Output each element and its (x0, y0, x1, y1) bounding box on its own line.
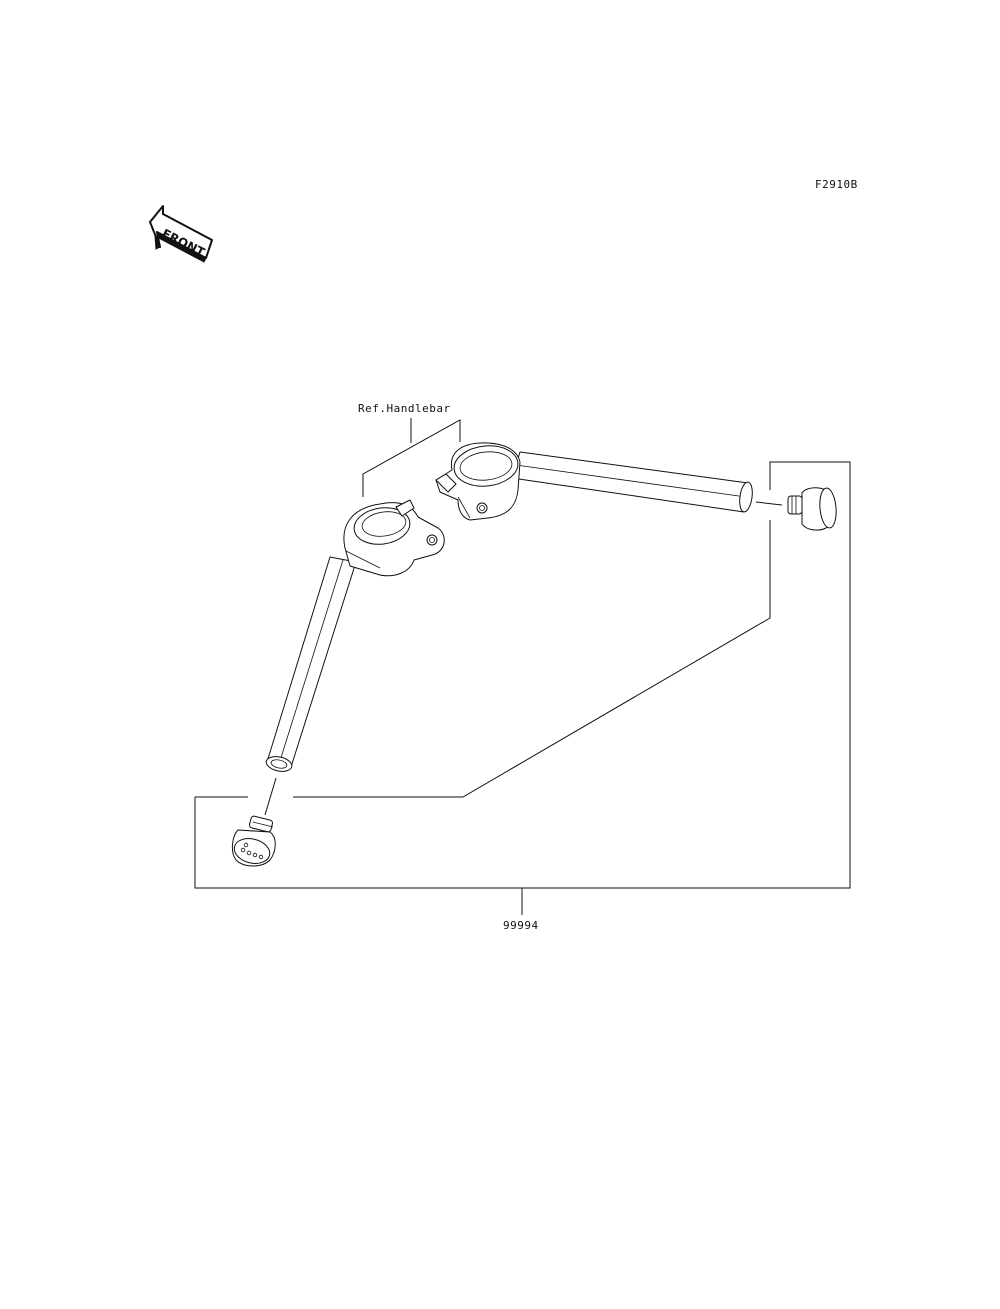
kit-bracket (194, 461, 851, 915)
right-bar-end-weight (755, 487, 837, 531)
right-clamp (435, 442, 521, 521)
left-handlebar-tube (265, 556, 357, 772)
part-number-label: 99994 (503, 919, 539, 932)
left-bar-end-weight (231, 777, 277, 867)
ref-handlebar-label: Ref.Handlebar (358, 402, 451, 415)
diagram-code: F2910B (815, 178, 858, 191)
left-clamp (343, 499, 445, 577)
ref-leader-lines (362, 418, 461, 497)
front-direction-arrow-icon: FRONT (149, 205, 213, 263)
right-handlebar-tube (511, 451, 753, 513)
